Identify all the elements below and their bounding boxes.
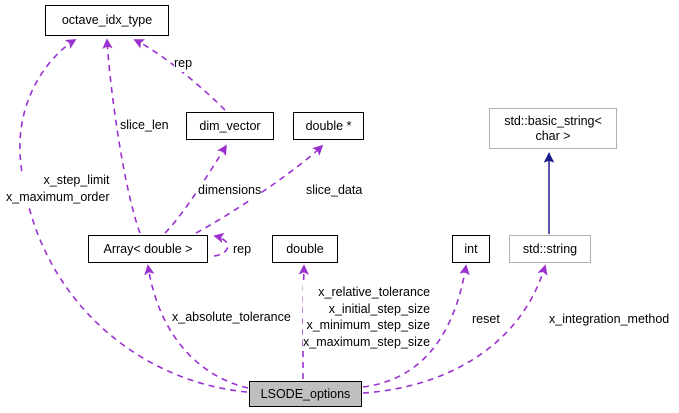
node-label: double * [305, 118, 352, 133]
node-int[interactable]: int [452, 235, 490, 263]
node-std-basic-string[interactable]: std::basic_string< char > [489, 108, 617, 149]
edge-lsode-reset [362, 264, 470, 388]
edge-label-slice-data: slice_data [306, 182, 363, 199]
edge-array-slice-len [102, 38, 141, 234]
node-double[interactable]: double [272, 235, 338, 263]
node-label: octave_idx_type [61, 13, 153, 28]
edge-lsode-absolute-tolerance [144, 264, 249, 389]
usage-edges [19, 38, 548, 394]
edge-array-slice-data [195, 144, 324, 234]
edge-label-slice-len: slice_len [120, 117, 169, 134]
node-label: std::basic_string< char > [504, 113, 602, 143]
edge-label-rep-array: rep [233, 241, 252, 258]
edge-lsode-step-limit [19, 39, 248, 393]
node-label: double [286, 241, 324, 256]
node-lsode-options[interactable]: LSODE_options [249, 381, 362, 407]
edge-label-step-params-group: x_relative_tolerance x_initial_step_size… [303, 284, 431, 350]
edge-label-rep-top: rep [174, 55, 193, 72]
edge-dim-vector-rep [133, 39, 226, 111]
edge-array-dimensions [164, 144, 227, 234]
node-array-double[interactable]: Array< double > [88, 235, 208, 263]
node-label: LSODE_options [260, 386, 351, 401]
node-label: dim_vector [199, 118, 261, 133]
node-label: Array< double > [103, 241, 193, 256]
edge-label-x-absolute-tolerance: x_absolute_tolerance [172, 309, 291, 326]
edge-array-rep-self [213, 232, 229, 257]
edge-label-x-step-limit-group: x_step_limit x_maximum_order [6, 172, 110, 205]
node-label: std::string [522, 241, 578, 256]
edge-label-dimensions: dimensions [198, 182, 262, 199]
node-dim-vector[interactable]: dim_vector [186, 112, 274, 140]
node-double-pointer[interactable]: double * [293, 112, 364, 140]
node-std-string[interactable]: std::string [509, 235, 591, 263]
node-octave-idx-type[interactable]: octave_idx_type [45, 5, 169, 36]
edge-label-x-integration-method: x_integration_method [549, 311, 670, 328]
edge-label-reset: reset [472, 311, 500, 328]
node-label: int [464, 241, 478, 256]
